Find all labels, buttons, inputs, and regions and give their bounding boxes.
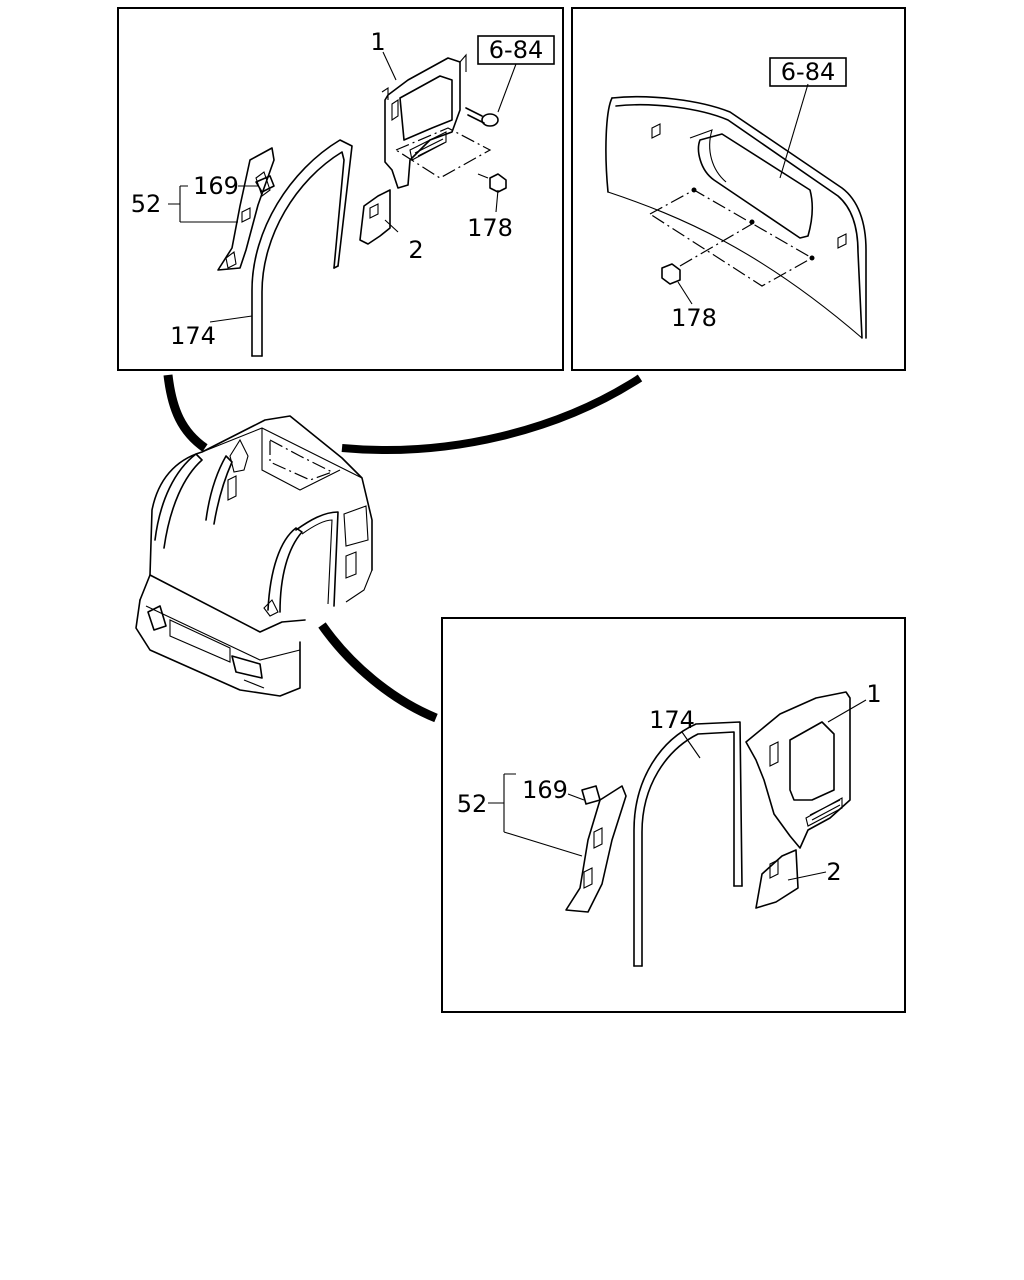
top-right-mount-plane [648,189,814,287]
connector-arcs [163,374,643,723]
part-2-trim-drawing-br [755,849,799,909]
part-178-bolt-drawing-tr [661,263,681,285]
panel-bottom-right: 174 1 169 52 2 [457,680,882,967]
bolt-drawing [465,107,499,127]
ref-box-6-84-tr [769,57,847,87]
ref-label-6-84-tr: 6-84 [781,58,835,86]
ref-box-6-84 [477,35,555,65]
part-178-bolt-drawing [477,173,507,193]
cab-rear-panel-drawing [605,95,867,339]
callout-part-52: 52 [131,190,162,218]
part-169-clip-drawing [255,175,275,193]
panel-top-right-frame [571,7,906,371]
callout-part-1-br: 1 [866,680,881,708]
part-169-clip-drawing-br [581,785,601,805]
part-52-pillar-trim-drawing [217,147,275,271]
callout-part-169-br: 169 [522,776,568,804]
callout-part-174: 174 [170,322,216,350]
callout-part-52-br: 52 [457,790,488,818]
callout-part-2-br: 2 [826,858,841,886]
part-1-back-panel-drawing-br [745,691,851,849]
panel-top-right: 6-84 178 [605,57,867,339]
callout-part-169: 169 [193,172,239,200]
part-52-pillar-trim-drawing-br [565,785,627,913]
part-2-trim-drawing [359,189,391,245]
callout-part-178-tr: 178 [671,304,717,332]
mount-plane [394,127,492,179]
panel-top-left-frame [117,7,564,371]
callout-part-178: 178 [467,214,513,242]
ref-label-6-84: 6-84 [489,36,543,64]
part-174-weatherstrip-drawing [251,139,353,357]
truck-cab-overview-drawing [135,415,373,697]
callout-part-2: 2 [408,236,423,264]
part-1-back-panel-drawing [381,53,467,189]
panel-bottom-right-frame [441,617,906,1013]
panel-top-left: 6-84 1 178 2 169 52 174 [131,28,555,357]
part-174-weatherstrip-drawing-br [633,721,743,967]
callout-part-1: 1 [370,28,385,56]
callout-part-174-br: 174 [649,706,695,734]
